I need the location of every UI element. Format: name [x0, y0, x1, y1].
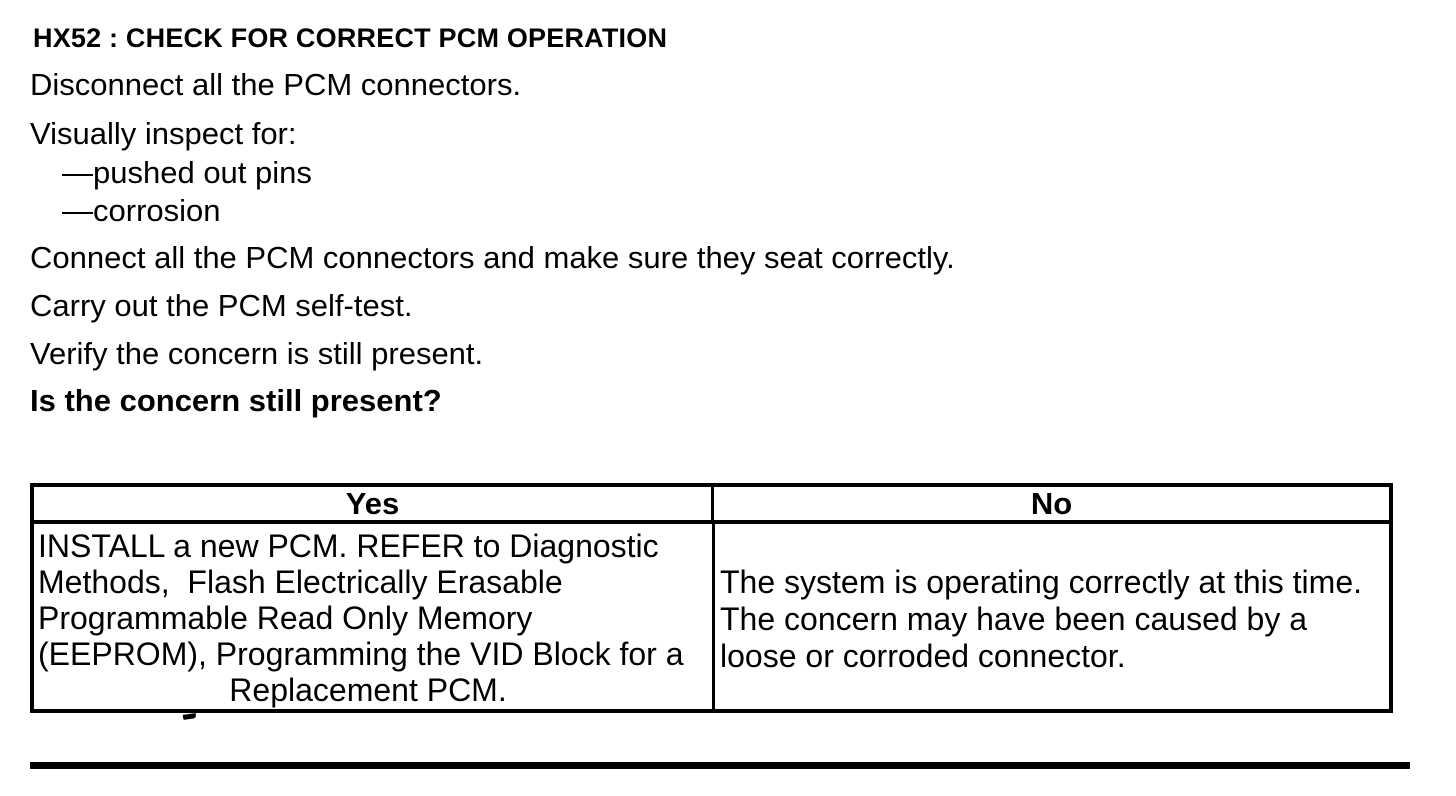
step-connect-connectors: Connect all the PCM connectors and make … [30, 240, 955, 275]
decision-table-body-row: INSTALL a new PCM. REFER to Diagnostic M… [34, 524, 1389, 709]
table-header-yes: Yes [34, 487, 714, 520]
step-pcm-self-test: Carry out the PCM self-test. [30, 288, 413, 323]
table-cell-no: The system is operating correctly at thi… [715, 524, 1389, 709]
yes-cell-line: Methods, Flash Electrically Erasable [38, 564, 563, 600]
table-cell-yes: INSTALL a new PCM. REFER to Diagnostic M… [34, 524, 715, 709]
step-verify-concern: Verify the concern is still present. [30, 336, 484, 371]
step-disconnect-connectors: Disconnect all the PCM connectors. [30, 67, 522, 102]
inspect-list-item-corrosion: —corrosion [62, 193, 221, 228]
decision-table-header-row: Yes No [34, 487, 1389, 524]
no-cell-line: The concern may have been caused by a [720, 601, 1308, 637]
yes-cell-line: (EEPROM), Programming the VID Block for … [38, 636, 684, 672]
horizontal-rule [30, 762, 1410, 769]
yes-cell-line: INSTALL a new PCM. REFER to Diagnostic [38, 528, 659, 564]
step-visually-inspect: Visually inspect for: [30, 116, 297, 151]
no-cell-line: loose or corroded connector. [720, 638, 1126, 674]
inspect-list-item-pushed-pins: —pushed out pins [62, 155, 312, 190]
no-cell-line: The system is operating correctly at thi… [720, 564, 1362, 600]
table-header-no: No [1030, 486, 1073, 521]
scan-artifact-mark [182, 713, 197, 720]
yes-cell-line: Programmable Read Only Memory [38, 600, 533, 636]
page-title: HX52 : CHECK FOR CORRECT PCM OPERATION [33, 23, 668, 53]
decision-question: Is the concern still present? [30, 383, 442, 418]
decision-table: Yes No INSTALL a new PCM. REFER to Diagn… [30, 483, 1393, 713]
yes-cell-line: Replacement PCM. [229, 672, 507, 708]
